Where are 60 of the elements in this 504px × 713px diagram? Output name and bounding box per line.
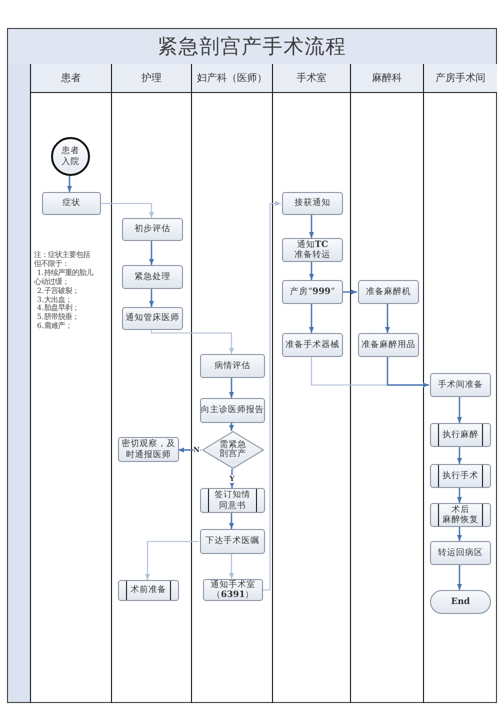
swimlane [272,64,350,703]
end-terminator: End [430,590,491,614]
predefined-process-box: 术前准备 [118,580,179,601]
connector-arrow [262,201,281,591]
column-header: 妇产科（医师） [192,64,272,93]
predefined-process-box: 执行麻醉 [430,423,491,447]
process-box: 转运回病区 [430,541,491,565]
process-box: 病情评估 [200,354,265,378]
swimlane [30,64,111,703]
connector-arrow [342,290,357,294]
column-header: 患者 [31,64,111,93]
swimlane [111,64,191,703]
decision-diamond: 需紧急剖宫产 [202,431,264,469]
process-box: 手术间准备 [430,373,491,397]
connector-arrow [457,488,462,503]
connector-arrow [229,423,234,431]
connector-arrow [150,330,234,354]
connector-arrow [229,378,234,398]
connector-arrow [145,540,199,580]
column-header: 产房手术间 [424,64,497,93]
swimlane [350,64,423,703]
process-box: 通知管床医师 [122,307,183,330]
connector-arrow [457,397,462,423]
process-box: 向主诊医师报告 [200,398,265,423]
connector-arrow [67,176,72,192]
connector-arrow [149,241,154,265]
title-bar: 紧急剖宫产手术流程 [7,28,497,65]
process-box: 初步评估 [122,218,183,241]
swimlane [423,64,497,703]
process-box: 紧急处理 [122,265,183,289]
connector-arrow [100,202,154,218]
swimlane [191,64,272,703]
process-box: 准备麻醉机 [358,280,419,304]
predefined-process-box: 术后麻醉恢复 [430,503,491,527]
process-box: 通知手术室（6391） [203,579,263,601]
process-box: 下达手术医嘱 [200,529,265,554]
predefined-process-box: 执行手术 [430,464,491,488]
connector-arrow [309,304,314,333]
start-circle: 患者入院 [51,137,90,176]
process-box: 症状 [42,192,101,215]
connector-arrow [229,554,234,579]
connector-arrow [457,527,462,541]
connector-arrow [229,513,234,529]
process-box: 密切观察，及时通报医师 [118,437,179,462]
connector-arrow [457,447,462,464]
connector-arrow [149,289,154,307]
connector-arrow [309,262,314,280]
column-header: 护理 [112,64,191,93]
column-header: 麻醉科 [351,64,423,93]
connector-arrow [457,565,462,590]
connector-arrow [385,304,390,333]
process-box: 准备麻醉用品 [358,333,419,357]
process-box: 通知TC准备转运 [282,238,343,262]
process-box: 准备手术器械 [282,333,343,357]
predefined-process-box: 签订知情同意书 [200,488,265,513]
column-header: 手术室 [273,64,350,93]
connector-arrow [386,357,429,388]
process-box: 接获通知 [282,192,343,215]
process-box: 产房“999” [282,280,343,304]
connector-arrow [309,215,314,238]
